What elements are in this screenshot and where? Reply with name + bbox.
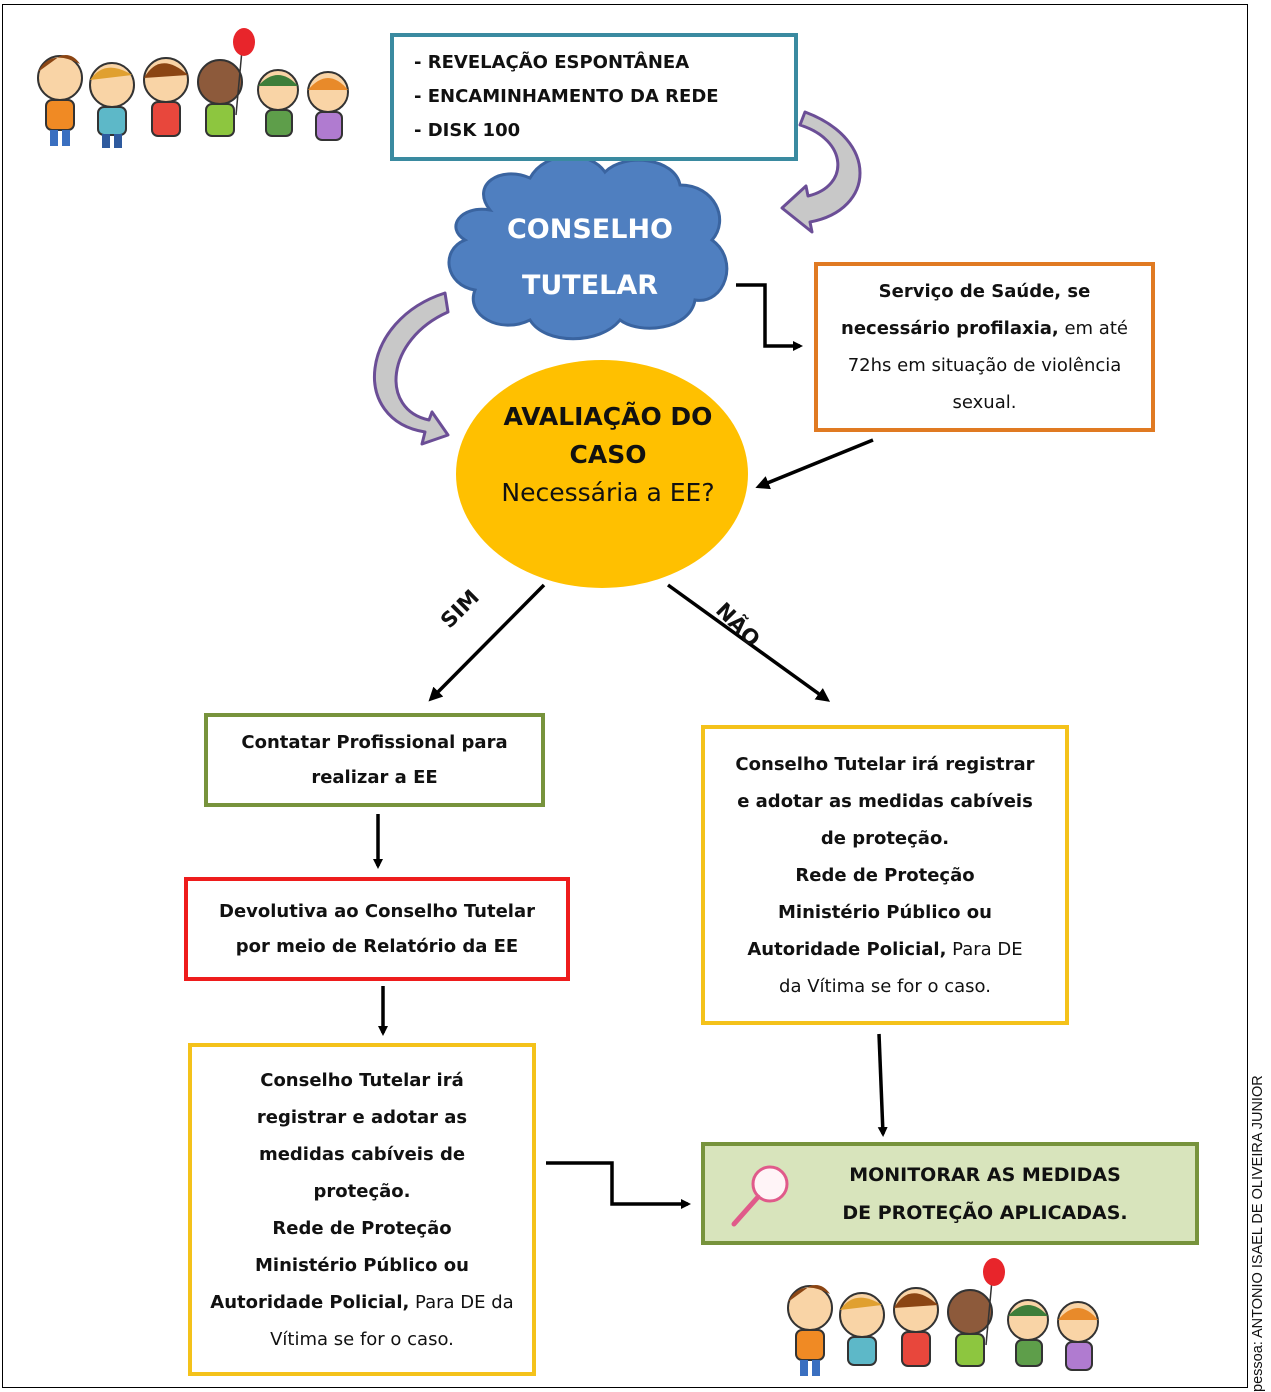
ct-right-normal: Para DE da Vítima se for o caso. [779, 938, 1023, 997]
ct-left-text2: Rede de Proteção [272, 1217, 452, 1239]
ct-left-text1: Conselho Tutelar irá registrar e adotar … [256, 1069, 468, 1202]
saude-normal: em até 72hs em situação de violência sex… [847, 318, 1128, 413]
diagram-frame [2, 4, 1248, 1388]
ct-right-text1: Conselho Tutelar irá registrar e adotar … [735, 753, 1035, 849]
kid-5 [1007, 1299, 1049, 1367]
monitor-line1: MONITORAR AS MEDIDAS [849, 1163, 1121, 1186]
arrow-ctright-monitor [877, 1033, 888, 1137]
ct-right-text2: Rede de Proteção [795, 864, 975, 886]
kid-1 [37, 55, 83, 146]
arrow-cloud-saude [736, 283, 803, 351]
arrow-sim [428, 583, 546, 702]
ct-left-normal: Para DE da Vítima se for o caso. [270, 1291, 514, 1350]
children-clipart-top [37, 28, 349, 148]
kid-2 [839, 1292, 885, 1366]
arrow-ctleft-monitor [546, 1161, 691, 1209]
arrow-saude-ellipse [755, 438, 874, 490]
kid-6 [1057, 1301, 1099, 1371]
ct-left-box: Conselho Tutelar irá registrar e adotar … [188, 1043, 536, 1376]
curved-arrow-evaluation [373, 291, 450, 446]
ct-left-bold3: Ministério Público ou Autoridade Policia… [210, 1254, 469, 1313]
kid-1 [787, 1285, 833, 1376]
saude-box: Serviço de Saúde, se necessário profilax… [814, 262, 1155, 432]
conselho-line1: CONSELHO [506, 214, 673, 245]
curved-arrow-sources [780, 110, 862, 234]
sources-box: - REVELAÇÃO ESPONTÂNEA - ENCAMINHAMENTO … [390, 33, 798, 161]
ct-right-bold3: Ministério Público ou Autoridade Policia… [747, 901, 992, 960]
source-revelacao: - REVELAÇÃO ESPONTÂNEA [414, 52, 690, 73]
source-encaminhamento: - ENCAMINHAMENTO DA REDE [414, 86, 719, 107]
monitor-line2: DE PROTEÇÃO APLICADAS. [842, 1201, 1128, 1224]
magnifying-glass-icon [731, 1165, 789, 1227]
avaliacao-label: AVALIAÇÃO DO CASO Necessária a EE? [458, 398, 758, 512]
author-side-text: pessoa: ANTONIO ISAEL DE OLIVEIRA JUNIOR [1250, 1075, 1266, 1392]
kid-4 [947, 1258, 1005, 1367]
avaliacao-question: Necessária a EE? [501, 478, 715, 507]
kid-3 [143, 57, 189, 137]
ct-left-text3: Ministério Público ou Autoridade Policia… [200, 1247, 524, 1358]
devolutiva-text: Devolutiva ao Conselho Tutelar por meio … [219, 901, 535, 957]
source-disk100: - DISK 100 [414, 120, 521, 141]
saude-bold: Serviço de Saúde, se necessário profilax… [841, 281, 1091, 339]
kid-2 [89, 62, 135, 148]
kid-4 [197, 28, 255, 137]
children-clipart-bottom [787, 1258, 1099, 1376]
arrow-nao [666, 583, 831, 702]
contatar-box: Contatar Profissional para realizar a EE [204, 713, 545, 807]
avaliacao-ellipse [456, 360, 748, 588]
contatar-text: Contatar Profissional para realizar a EE [241, 732, 508, 788]
saude-text: Serviço de Saúde, se necessário profilax… [828, 273, 1141, 421]
monitor-box: MONITORAR AS MEDIDAS DE PROTEÇÃO APLICAD… [701, 1142, 1199, 1245]
kid-6 [307, 71, 349, 141]
avaliacao-line2: CASO [569, 440, 647, 469]
kid-3 [893, 1287, 939, 1367]
conselho-tutelar-label: CONSELHO TUTELAR [458, 202, 722, 314]
ct-right-text3: Ministério Público ou Autoridade Policia… [705, 894, 1065, 1005]
kid-5 [257, 69, 299, 137]
devolutiva-box: Devolutiva ao Conselho Tutelar por meio … [184, 877, 570, 981]
conselho-line2: TUTELAR [521, 270, 659, 301]
ct-right-box: Conselho Tutelar irá registrar e adotar … [701, 725, 1069, 1025]
avaliacao-line1: AVALIAÇÃO DO [503, 402, 713, 431]
